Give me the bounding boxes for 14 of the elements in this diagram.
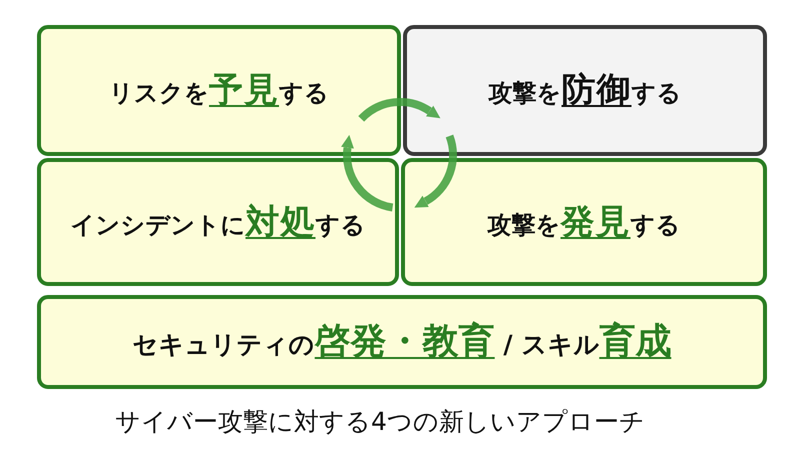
panel [37,25,401,156]
panel [37,158,399,286]
curved-arrow [414,134,457,208]
panel-label: セキュリティの啓発・教育 / スキル育成 [132,320,672,364]
curved-arrow [358,98,441,122]
panel [37,295,767,389]
panel [403,25,767,156]
curved-arrow [341,134,394,212]
panel-label: 攻撃を発見する [488,200,680,244]
panel-label: インシデントに対処する [70,200,366,244]
panel [401,158,767,286]
caption: サイバー攻撃に対する4つの新しいアプローチ [115,406,645,438]
panel-label: 攻撃を防御する [488,69,682,112]
panel-label: リスクを予見する [109,69,329,112]
